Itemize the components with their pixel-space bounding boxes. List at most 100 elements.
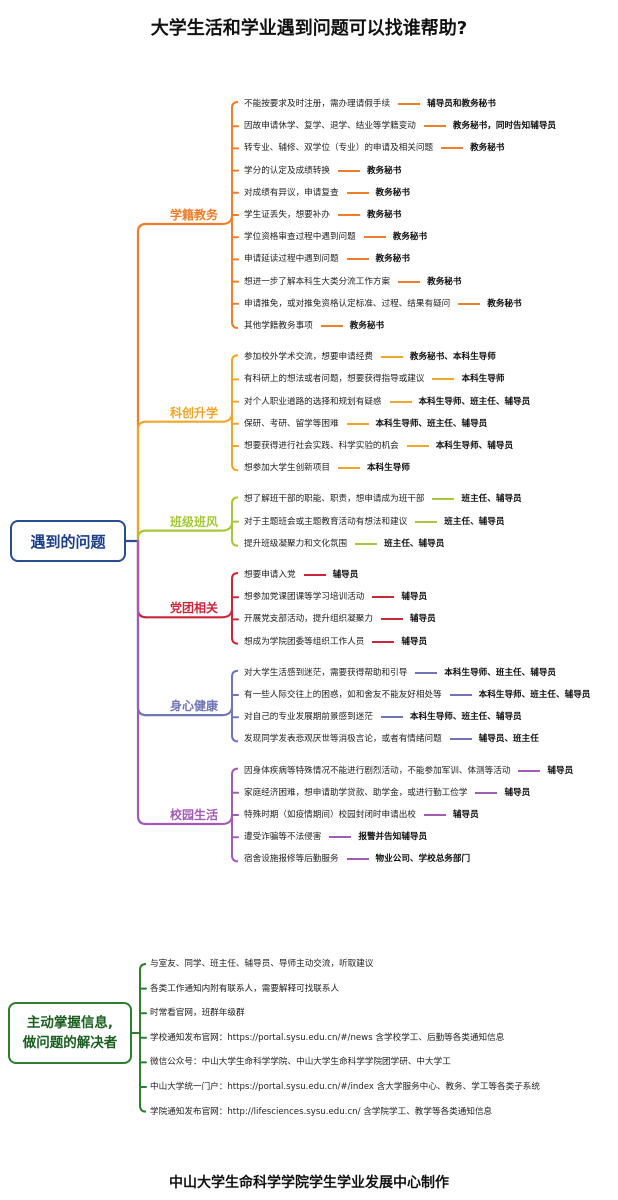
- problem-text: 想成为学院团委等组织工作人员: [244, 636, 365, 647]
- contact-text: 辅导员: [401, 592, 428, 603]
- category-label: 党团相关: [170, 601, 219, 616]
- contact-text: 本科生导师、班主任、辅导员: [478, 690, 591, 700]
- problem-text: 不能按要求及时注册，需办理请假手续: [244, 99, 391, 109]
- info-item: 微信公众号：中山大学生命科学学院、中山大学生命科学学院团学研、中大学工: [150, 1057, 451, 1068]
- contact-text: 物业公司、学校总务部门: [375, 854, 471, 865]
- contact-text: 本科生导师、班主任、辅导员: [375, 418, 488, 429]
- problem-row: 有科研上的想法或者问题，想要获得指导或建议本科生导师: [244, 372, 504, 386]
- contact-text: 教务秘书: [427, 276, 462, 287]
- problem-row: 保研、考研、留学等困难 本科生导师、班主任、辅导员: [244, 417, 487, 431]
- contact-text: 教务秘书: [392, 232, 428, 243]
- problem-row: 特殊时期（如疫情期间）校园封闭时申请出校辅导员: [244, 808, 479, 822]
- problem-text: 申请推免，或对推免资格认定标准、过程、结果有疑问: [244, 298, 451, 309]
- connector-dash: [415, 520, 438, 523]
- contact-text: 辅导员: [504, 787, 531, 798]
- problem-row: 因身体疾病等特殊情况不能进行剧烈活动，不能参加军训、体测等活动 辅导员: [244, 764, 573, 778]
- problem-text: 对于主题班会或主题教育活动有想法和建议: [244, 516, 408, 527]
- problem-text: 对成绩有异议，申请复查: [244, 187, 339, 198]
- problem-row: 对自己的专业发展期前景感到迷茫本科生导师、班主任、辅导员: [244, 710, 522, 724]
- problem-text: 学位资格审查过程中遇到问题: [244, 232, 356, 243]
- problem-row: 想要获得进行社会实践、科学实验的机会本科生导师、辅导员: [244, 439, 513, 453]
- connector-dash: [415, 671, 438, 674]
- contact-text: 辅导员: [547, 765, 574, 776]
- problem-text: 特殊时期（如疫情期间）校园封闭时申请出校: [244, 810, 416, 820]
- contact-text: 教务秘书: [375, 187, 410, 198]
- contact-text: 本科生导师、辅导员: [435, 441, 514, 451]
- problem-row: 家庭经济困难，想申请助学贷款、助学金，或进行勤工俭学 辅导员: [244, 786, 530, 800]
- problem-text: 家庭经济困难，想申请助学贷款、助学金，或进行勤工俭学: [244, 787, 468, 798]
- footer-credit: 中山大学生命科学学院学生学业发展中心制作: [169, 1175, 449, 1191]
- problem-row: 想参加大学生创新项目 本科生导师: [244, 461, 410, 475]
- connector-dash: [458, 302, 481, 305]
- connector-dash: [346, 858, 369, 861]
- problem-text: 对大学生活感到迷茫，需要获得帮助和引导: [244, 667, 408, 678]
- info-label-line1: 主动掌握信息,: [26, 1015, 114, 1031]
- info-item: 学校通知发布官网：https://portal.sysu.edu.cn/#/ne…: [150, 1032, 505, 1043]
- connector-dash: [303, 574, 326, 576]
- contact-text: 辅导员和教务秘书: [427, 99, 496, 109]
- problem-text: 宿舍设施报修等后勤服务: [244, 854, 339, 865]
- problem-row: 对个人职业道路的选择和规划有疑惑本科生导师、班主任、辅导员: [244, 395, 530, 409]
- contact-text: 教务秘书: [349, 321, 385, 331]
- connector-dash: [355, 542, 378, 545]
- connector-dash: [329, 836, 352, 839]
- connector-dash: [380, 356, 403, 359]
- connector-dash: [346, 422, 369, 425]
- page-title: 大学生活和学业遇到问题可以找谁帮助?: [150, 18, 468, 39]
- problem-row: 想了解班干部的职能、职责，想申请成为班干部班主任、辅导员: [244, 492, 522, 506]
- contact-text: 教务秘书、本科生导师: [409, 352, 496, 363]
- problem-row: 想要申请入党 辅导员: [244, 568, 358, 582]
- problem-text: 因身体疾病等特殊情况不能进行剧烈活动，不能参加军训、体测等活动: [244, 765, 511, 776]
- info-item: 时常看官网，班群年级群: [150, 1008, 245, 1019]
- connector-dash: [372, 596, 395, 599]
- connector-dash: [432, 378, 455, 381]
- problem-row: 学生证丢失，想要补办教务秘书: [244, 208, 401, 222]
- problem-row: 申请延读过程中遇到问题 教务秘书: [244, 252, 410, 266]
- info-item: 中山大学统一门户：https://portal.sysu.edu.cn/#/in…: [150, 1082, 540, 1092]
- problem-text: 学分的认定及成绩转换: [244, 165, 330, 176]
- problem-text: 对自己的专业发展期前景感到迷茫: [244, 712, 373, 723]
- category-label: 校园生活: [170, 808, 219, 822]
- problem-text: 想要申请入党: [244, 570, 296, 580]
- problem-row: 遭受诈骗等不法侵害 报警并告知辅导员: [244, 830, 427, 844]
- contact-text: 班主任、辅导员: [444, 516, 505, 527]
- problem-row: 对于主题班会或主题教育活动有想法和建议 班主任、辅导员: [244, 515, 504, 529]
- problem-text: 申请延读过程中遇到问题: [244, 254, 339, 265]
- connector-dash: [320, 325, 343, 327]
- contact-text: 本科生导师、班主任、辅导员: [418, 396, 531, 407]
- problem-row: 学分的认定及成绩转换教务秘书: [244, 164, 401, 178]
- contact-text: 本科生导师、班主任、辅导员: [444, 667, 557, 678]
- problem-row: 宿舍设施报修等后勤服务 物业公司、学校总务部门: [244, 852, 470, 866]
- problem-row: 想参加党课团课等学习培训活动 辅导员: [244, 590, 427, 604]
- category-label: 学籍教务: [170, 208, 219, 222]
- connector-dash: [372, 640, 395, 643]
- connector-dash: [346, 258, 369, 261]
- problem-row: 不能按要求及时注册，需办理请假手续 辅导员和教务秘书: [244, 97, 496, 111]
- problem-text: 开展党支部活动，提升组织凝聚力: [244, 614, 373, 625]
- problem-text: 保研、考研、留学等困难: [244, 418, 339, 429]
- problem-text: 学生证丢失，想要补办: [244, 210, 330, 220]
- info-item: 学院通知发布官网：http://lifesciences.sysu.edu.cn…: [150, 1106, 493, 1117]
- problem-text: 因故申请休学、复学、退学、结业等学籍变动: [244, 121, 416, 132]
- contact-text: 教务秘书: [487, 298, 522, 309]
- category-label: 科创升学: [170, 405, 219, 420]
- problem-text: 想参加党课团课等学习培训活动: [244, 592, 365, 603]
- problem-row: 有一些人际交往上的困惑，如和舍友不能友好相处等本科生导师、班主任、辅导员: [244, 688, 590, 702]
- connector-dash: [380, 618, 403, 621]
- contact-text: 辅导员: [332, 570, 359, 580]
- problem-row: 提升班级凝聚力和文化氛围班主任、辅导员: [244, 537, 444, 551]
- problem-text: 想参加大学生创新项目: [244, 463, 330, 474]
- root-node-info: 主动掌握信息, 做问题的解决者: [8, 1002, 132, 1064]
- problem-row: 对成绩有异议，申请复查 教务秘书: [244, 186, 410, 200]
- category-label: 身心健康: [170, 699, 219, 714]
- problem-row: 想进一步了解本科生大类分流工作方案教务秘书: [244, 275, 462, 289]
- contact-text: 教务秘书: [375, 254, 410, 265]
- contact-text: 报警并告知辅导员: [358, 832, 428, 843]
- contact-text: 本科生导师: [366, 463, 410, 474]
- problem-text: 参加校外学术交流，想要申请经费: [244, 352, 373, 363]
- connector-dash: [389, 400, 412, 403]
- problem-text: 遭受诈骗等不法侵害: [244, 832, 322, 843]
- problem-row: 申请推免，或对推免资格认定标准、过程、结果有疑问 教务秘书: [244, 297, 522, 311]
- problem-row: 因故申请休学、复学、退学、结业等学籍变动教务秘书，同时告知辅导员: [244, 119, 556, 133]
